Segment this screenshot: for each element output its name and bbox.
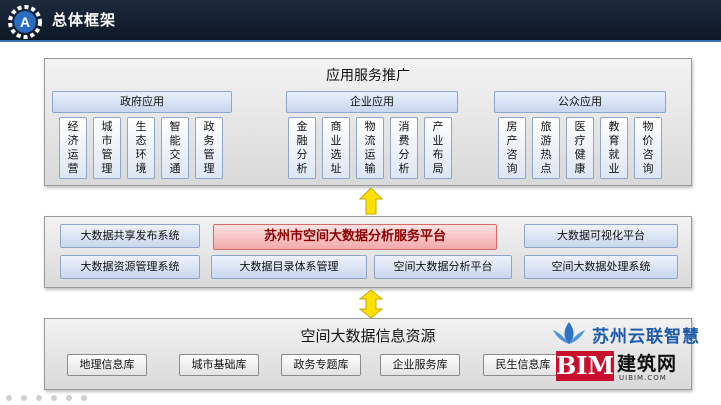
app-item: 智能交通 <box>161 117 189 179</box>
gear-logo-icon: A <box>8 5 42 39</box>
app-item: 房产咨询 <box>498 117 526 179</box>
app-item: 物价咨询 <box>634 117 662 179</box>
slide-controls-icon[interactable] <box>4 393 114 403</box>
svg-text:A: A <box>20 14 30 30</box>
data-item: 城市基础库 <box>179 354 259 376</box>
up-arrow-icon <box>359 187 383 215</box>
platform-box: 空间大数据分析平台 <box>374 255 512 279</box>
platform-box: 大数据共享发布系统 <box>60 224 200 248</box>
app-item: 金融分析 <box>288 117 316 179</box>
group-label-government: 政府应用 <box>52 91 232 113</box>
platform-box: 大数据可视化平台 <box>524 224 678 248</box>
data-item: 地理信息库 <box>67 354 147 376</box>
data-item: 政务专题库 <box>281 354 361 376</box>
app-item: 旅游热点 <box>532 117 560 179</box>
app-layer-title: 应用服务推广 <box>326 68 410 84</box>
app-item: 城市管理 <box>93 117 121 179</box>
app-item: 政务管理 <box>195 117 223 179</box>
group-label-public: 公众应用 <box>494 91 666 113</box>
platform-box: 大数据资源管理系统 <box>60 255 200 279</box>
app-item: 商业选址 <box>322 117 350 179</box>
bim-url: UIBIM.COM <box>619 374 667 382</box>
brand-watermark: 苏州云联智慧 <box>592 327 700 347</box>
app-item: 经济运营 <box>59 117 87 179</box>
data-item: 民生信息库 <box>483 354 563 376</box>
data-layer-title: 空间大数据信息资源 <box>300 327 436 345</box>
data-item: 企业服务库 <box>380 354 460 376</box>
lotus-logo-icon <box>553 322 585 344</box>
app-item: 物流运输 <box>356 117 384 179</box>
page-title: 总体框架 <box>52 11 117 29</box>
platform-box: 空间大数据处理系统 <box>524 255 678 279</box>
app-item: 教育就业 <box>600 117 628 179</box>
group-label-enterprise: 企业应用 <box>286 91 458 113</box>
platform-box: 大数据目录体系管理 <box>211 255 367 279</box>
header-bar: A 总体框架 <box>0 0 721 42</box>
double-arrow-icon <box>359 289 383 319</box>
app-item: 产业布局 <box>424 117 452 179</box>
bim-logo: BIM <box>556 351 615 381</box>
app-item: 医疗健康 <box>566 117 594 179</box>
app-item: 消费分析 <box>390 117 418 179</box>
bim-site-name: 建筑网 <box>617 353 678 375</box>
platform-center-title: 苏州市空间大数据分析服务平台 <box>213 224 497 250</box>
app-item: 生态环境 <box>127 117 155 179</box>
